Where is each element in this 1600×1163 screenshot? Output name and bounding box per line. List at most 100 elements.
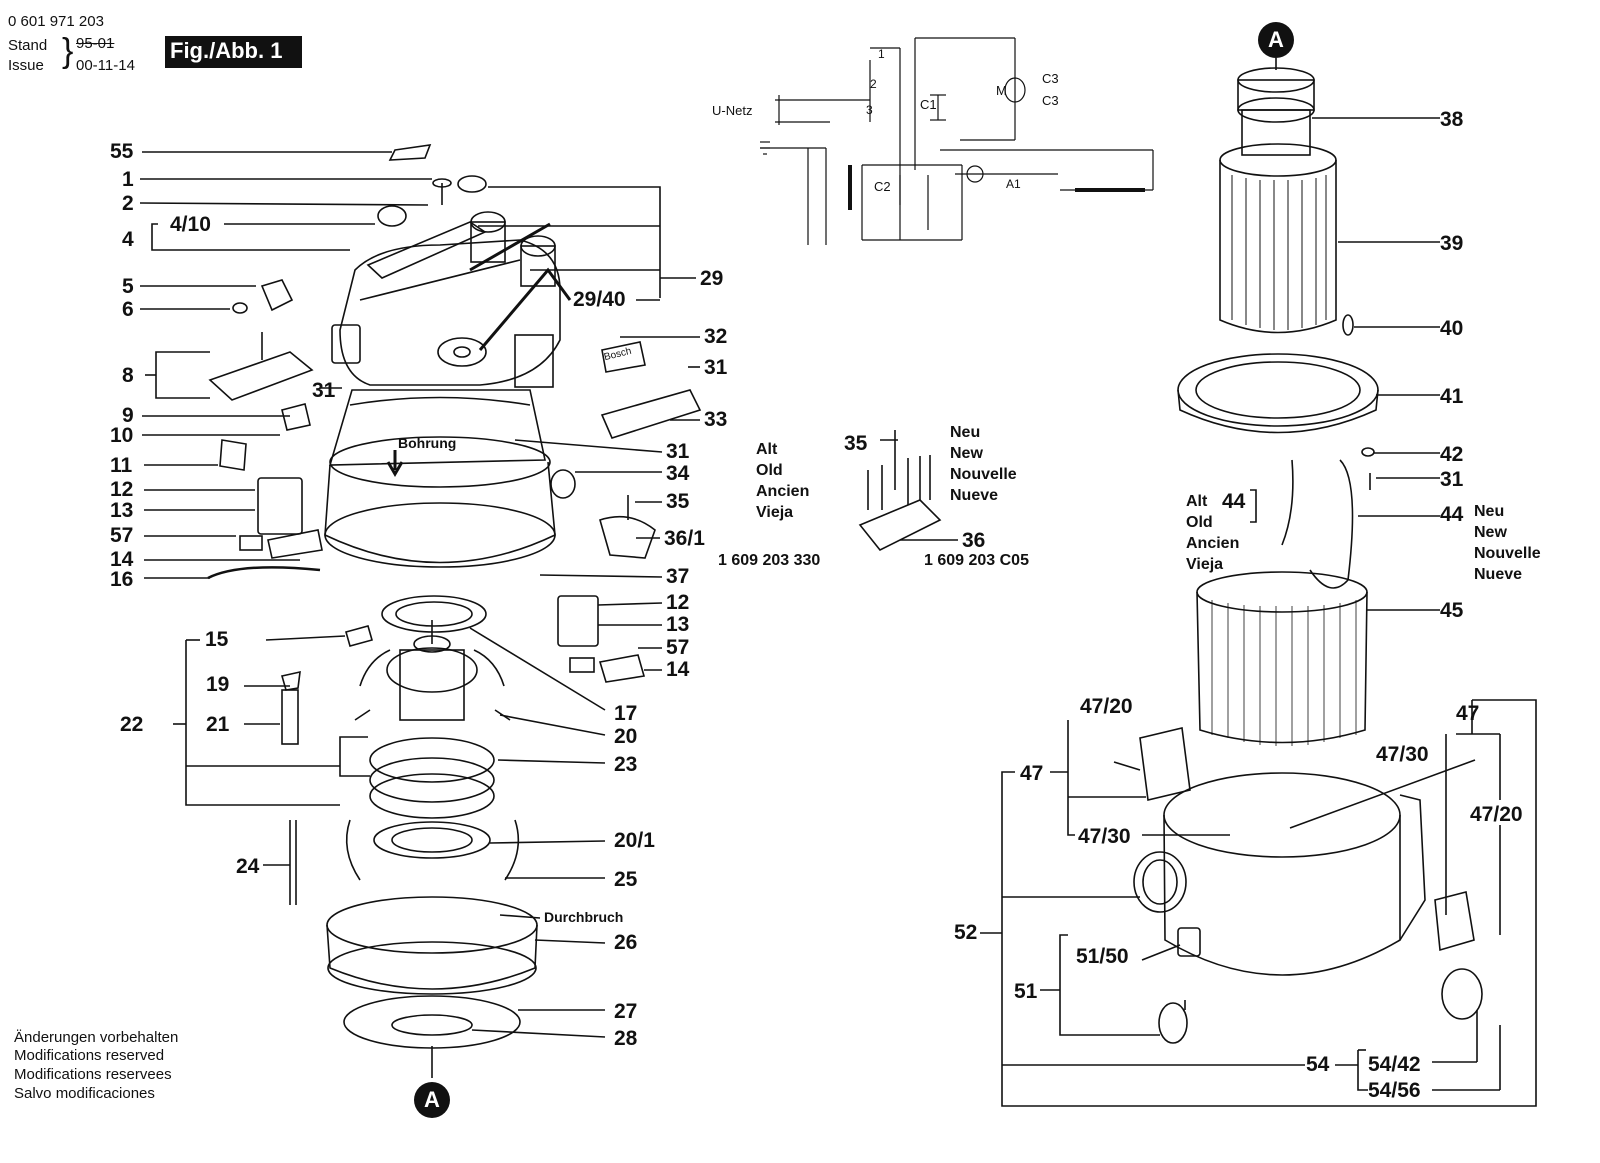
callout-9: 9: [122, 404, 134, 427]
callout-44-old: 44: [1222, 490, 1246, 513]
callout-21: 21: [206, 713, 230, 736]
callout-10: 10: [110, 424, 134, 447]
circuit-c3-bottom-label: C3: [1042, 93, 1059, 108]
new-variant-es: Nueve: [950, 487, 999, 504]
u-netz-label: U-Netz: [712, 103, 753, 118]
callout-31-right: 31: [1440, 468, 1464, 491]
callout-57: 57: [110, 524, 134, 547]
callout-47-30-left: 47/30: [1078, 825, 1131, 848]
old-date: 95-01: [76, 35, 115, 52]
new-variant-fr: Nouvelle: [950, 466, 1017, 483]
callout-33: 33: [704, 408, 728, 431]
callout-39: 39: [1440, 232, 1464, 255]
callout-23: 23: [614, 753, 638, 776]
callout-24: 24: [236, 855, 260, 878]
circuit-switch-1-label: 1: [878, 47, 885, 61]
callout-47-30-right: 47/30: [1376, 743, 1429, 766]
callout-51: 51: [1014, 980, 1038, 1003]
bohrung-annotation: Bohrung: [398, 435, 457, 451]
callout-20-1: 20/1: [614, 829, 655, 852]
callout-54: 54: [1306, 1053, 1330, 1076]
callout-14-alt: 14: [666, 658, 690, 681]
callout-31-mid: 31: [666, 440, 690, 463]
callout-13-alt: 13: [666, 613, 690, 636]
callout-20: 20: [614, 725, 638, 748]
callout-40: 40: [1440, 317, 1464, 340]
connector-a-top: A: [1258, 22, 1294, 58]
callout-16: 16: [110, 568, 134, 591]
new-date: 00-11-14: [76, 57, 135, 74]
callout-4: 4: [122, 228, 134, 251]
callout-31-upper: 31: [704, 356, 728, 379]
callout-44-new: 44: [1440, 503, 1464, 526]
callout-13: 13: [110, 499, 134, 522]
figure-label: Fig./Abb. 1: [170, 38, 283, 63]
old-variant-de: Alt: [756, 441, 778, 458]
callout-42: 42: [1440, 443, 1464, 466]
callout-52: 52: [954, 921, 978, 944]
callout-35-new: 35: [844, 432, 868, 455]
callout-45: 45: [1440, 599, 1464, 622]
callout-32: 32: [704, 325, 728, 348]
circuit-switch-2-label: 2: [870, 77, 877, 91]
callout-47-20-left: 47/20: [1080, 695, 1133, 718]
footer-note-en: Modifications reserved: [14, 1047, 165, 1064]
circuit-switch-3-label: 3: [866, 103, 873, 117]
callout-27: 27: [614, 1000, 638, 1023]
new-variant-de: Neu: [950, 424, 981, 441]
figure-label-box: [165, 36, 302, 68]
old-variant-en: Old: [756, 462, 783, 479]
circuit-m-label: M: [996, 83, 1007, 98]
callout-38: 38: [1440, 108, 1464, 131]
old-variant-2-de: Alt: [1186, 493, 1208, 510]
connector-a-bottom: A: [414, 1082, 450, 1118]
callout-34: 34: [666, 462, 690, 485]
callout-4-10: 4/10: [170, 213, 211, 236]
callout-1: 1: [122, 168, 134, 191]
circuit-c2-label: C2: [874, 179, 891, 194]
callout-25: 25: [614, 868, 638, 891]
new-variant-en: New: [950, 445, 983, 462]
new-variant-2-fr: Nouvelle: [1474, 545, 1541, 562]
callout-22: 22: [120, 713, 144, 736]
old-variant-fr: Ancien: [756, 483, 810, 500]
callout-54-42: 54/42: [1368, 1053, 1421, 1076]
footer-note-de: Änderungen vorbehalten: [14, 1029, 179, 1046]
order-number-old-switch: 1 609 203 330: [718, 552, 821, 569]
new-variant-2-de: Neu: [1474, 503, 1505, 520]
old-variant-2-es: Vieja: [1186, 556, 1224, 573]
footer-note-fr: Modifications reservees: [14, 1066, 172, 1083]
callout-2: 2: [122, 192, 134, 215]
callout-47-left: 47: [1020, 762, 1044, 785]
callout-37: 37: [666, 565, 690, 588]
callout-51-50: 51/50: [1076, 945, 1129, 968]
callout-47-20-right: 47/20: [1470, 803, 1523, 826]
callout-19: 19: [206, 673, 230, 696]
circuit-c1-label: C1: [920, 97, 937, 112]
old-variant-es: Vieja: [756, 504, 794, 521]
circuit-a1-label: A1: [1006, 177, 1021, 191]
callout-14: 14: [110, 548, 134, 571]
callout-11: 11: [110, 454, 133, 477]
callout-54-56: 54/56: [1368, 1079, 1421, 1102]
callout-36-1: 36/1: [664, 527, 705, 550]
new-variant-2-es: Nueve: [1474, 566, 1523, 583]
callout-26: 26: [614, 931, 638, 954]
callout-12-alt: 12: [666, 591, 690, 614]
new-variant-2-en: New: [1474, 524, 1507, 541]
callout-29-40: 29/40: [573, 288, 626, 311]
callout-12: 12: [110, 478, 134, 501]
callout-41: 41: [1440, 385, 1464, 408]
callout-36: 36: [962, 529, 986, 552]
circuit-c3-top-label: C3: [1042, 71, 1059, 86]
issue-label: Issue: [8, 57, 44, 74]
callout-47-right: 47: [1456, 702, 1480, 725]
callout-35: 35: [666, 490, 690, 513]
old-variant-2-en: Old: [1186, 514, 1213, 531]
callout-6: 6: [122, 298, 134, 321]
stand-label: Stand: [8, 37, 48, 54]
part-number: 0 601 971 203: [8, 13, 104, 30]
order-number-new-switch: 1 609 203 C05: [924, 552, 1029, 569]
callout-57-alt: 57: [666, 636, 690, 659]
